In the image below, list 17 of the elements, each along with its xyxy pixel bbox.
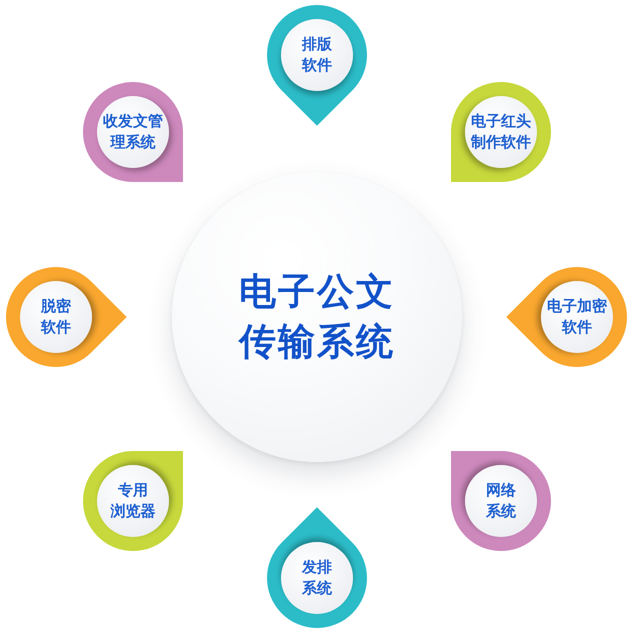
teardrop-pin <box>83 451 183 551</box>
pin-label: 排版软件 <box>300 34 333 76</box>
teardrop-pin <box>267 507 367 628</box>
pin-label: 脱密软件 <box>40 296 72 338</box>
pin-label: 电子加密软件 <box>546 296 608 338</box>
pin-label: 专用浏览器 <box>110 480 156 522</box>
teardrop-pin <box>267 5 367 126</box>
pin-label: 收发文管理系统 <box>102 111 164 153</box>
pin-label: 电子红头制作软件 <box>470 111 532 153</box>
teardrop-pin <box>6 267 127 367</box>
teardrop-pin <box>451 451 551 551</box>
center-title: 电子公文传输系统 <box>239 269 395 365</box>
teardrop-pin <box>83 82 183 182</box>
teardrop-pin <box>506 267 627 367</box>
teardrop-pin <box>451 82 551 182</box>
pin-label: 发排系统 <box>300 557 333 599</box>
pin-label: 网络系统 <box>485 480 517 522</box>
